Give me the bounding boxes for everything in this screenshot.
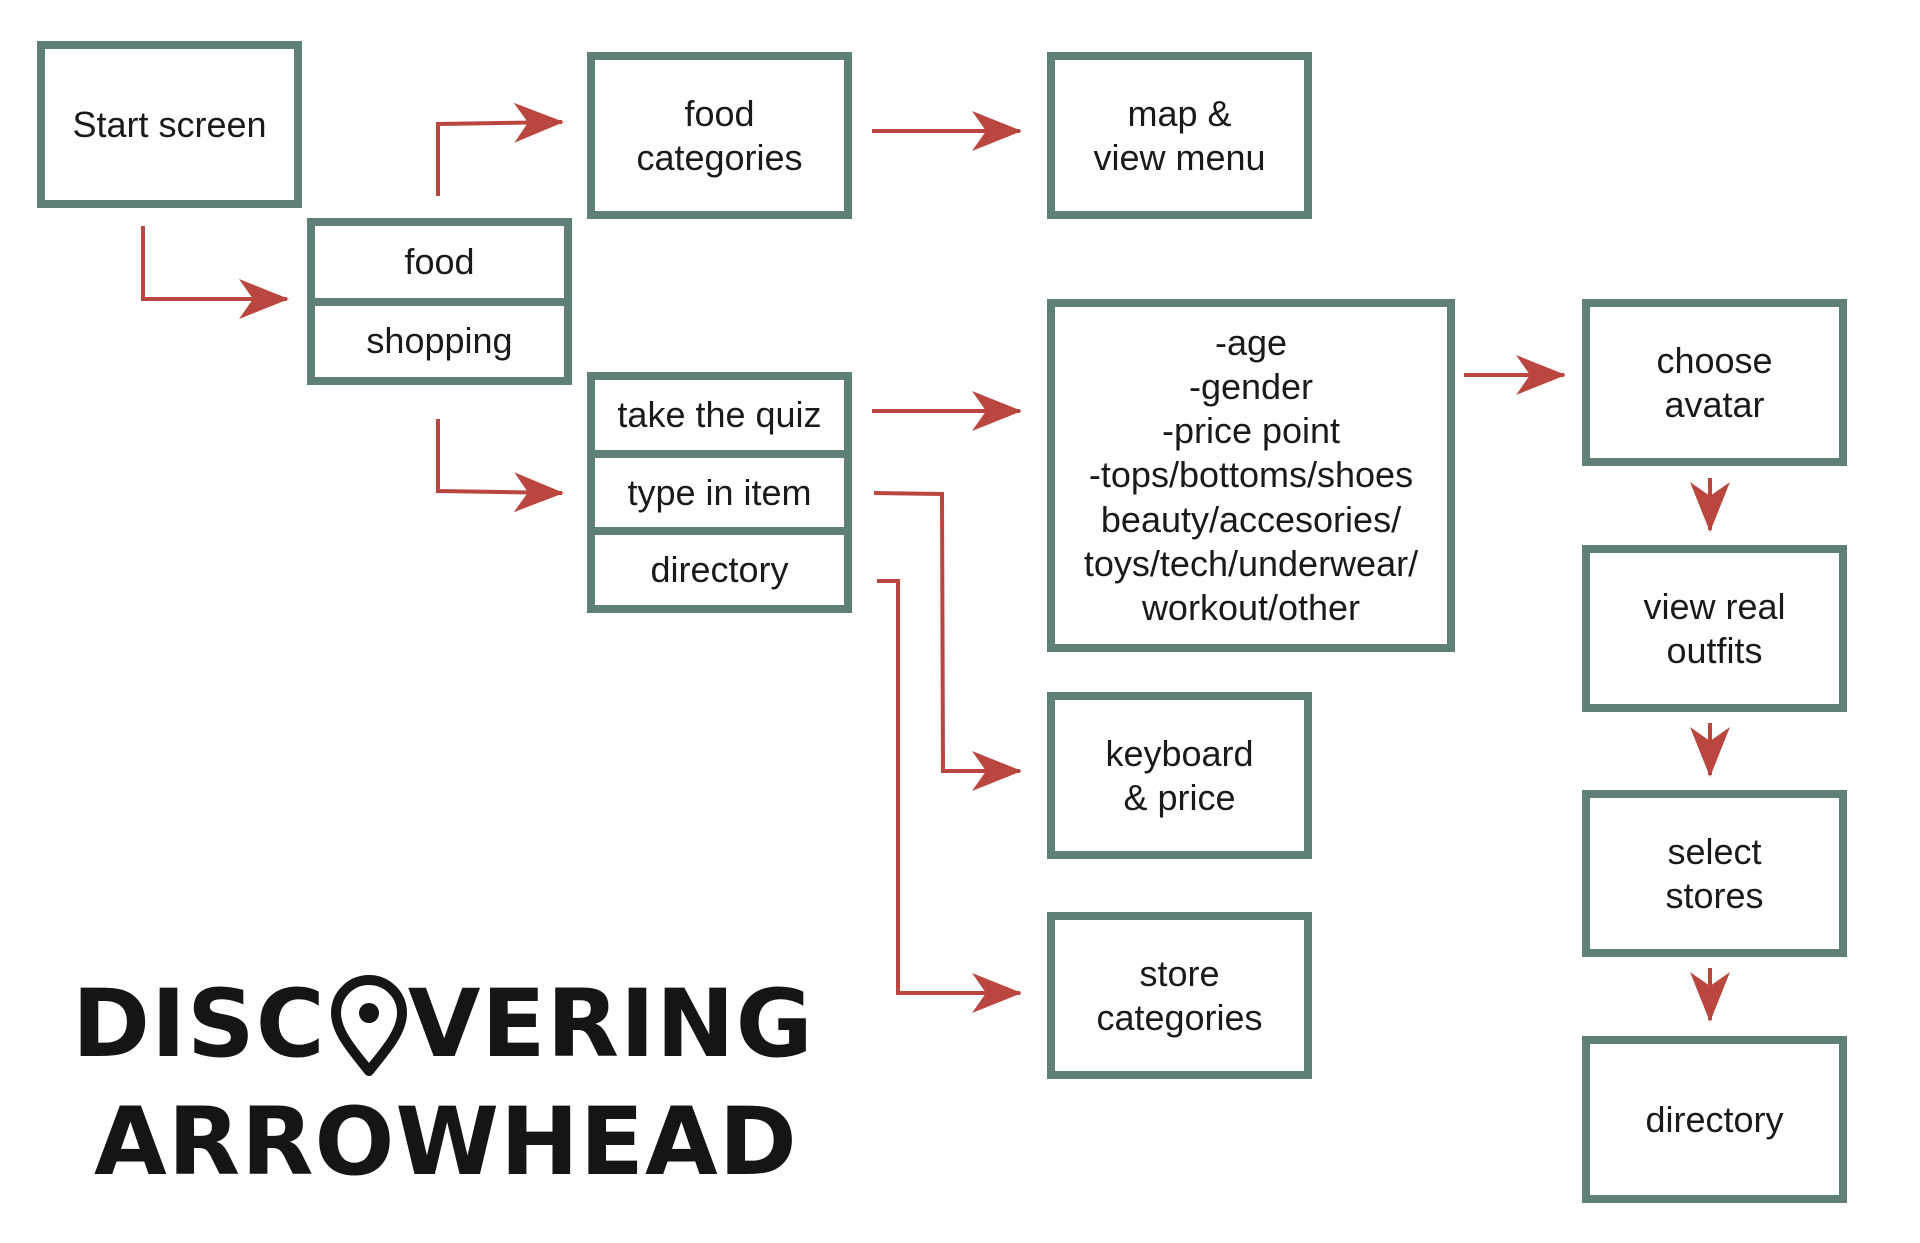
arrow-start-to-menu bbox=[141, 226, 289, 319]
directory-option: directory bbox=[595, 527, 844, 605]
food-shopping-menu: food shopping bbox=[307, 218, 572, 385]
map-view-menu-box: map & view menu bbox=[1047, 52, 1312, 219]
arrow-directory-to-store-categories bbox=[877, 579, 1022, 1013]
map-pin-icon bbox=[328, 973, 410, 1077]
keyboard-price-box: keyboard & price bbox=[1047, 692, 1312, 859]
take-quiz-option: take the quiz bbox=[617, 393, 822, 435]
quiz-criteria-box: -age -gender -price point -tops/bottoms/… bbox=[1047, 299, 1455, 652]
arrow-shopping-to-options bbox=[436, 419, 564, 513]
choose-avatar-box: choose avatar bbox=[1582, 299, 1847, 466]
shopping-option: shopping bbox=[315, 297, 564, 378]
logo-text-start: DISC bbox=[72, 970, 326, 1079]
logo-text-end: VERING bbox=[407, 970, 814, 1079]
start-screen-box: Start screen bbox=[37, 41, 302, 208]
logo-line-2: ARROWHEAD bbox=[94, 1088, 798, 1197]
type-in-item-option: type in item bbox=[595, 449, 844, 528]
food-option: food bbox=[404, 240, 475, 282]
shopping-options-menu: take the quiz type in item directory bbox=[587, 372, 852, 613]
store-categories-box: store categories bbox=[1047, 912, 1312, 1079]
directory-final-box: directory bbox=[1582, 1036, 1847, 1203]
logo-line-1: DISC VERING bbox=[72, 970, 814, 1079]
select-stores-box: select stores bbox=[1582, 790, 1847, 957]
arrow-food-to-food-categories bbox=[436, 102, 564, 196]
food-categories-box: food categories bbox=[587, 52, 852, 219]
view-real-outfits-box: view real outfits bbox=[1582, 545, 1847, 712]
arrow-type-in-item-to-keyboard bbox=[873, 491, 1022, 791]
